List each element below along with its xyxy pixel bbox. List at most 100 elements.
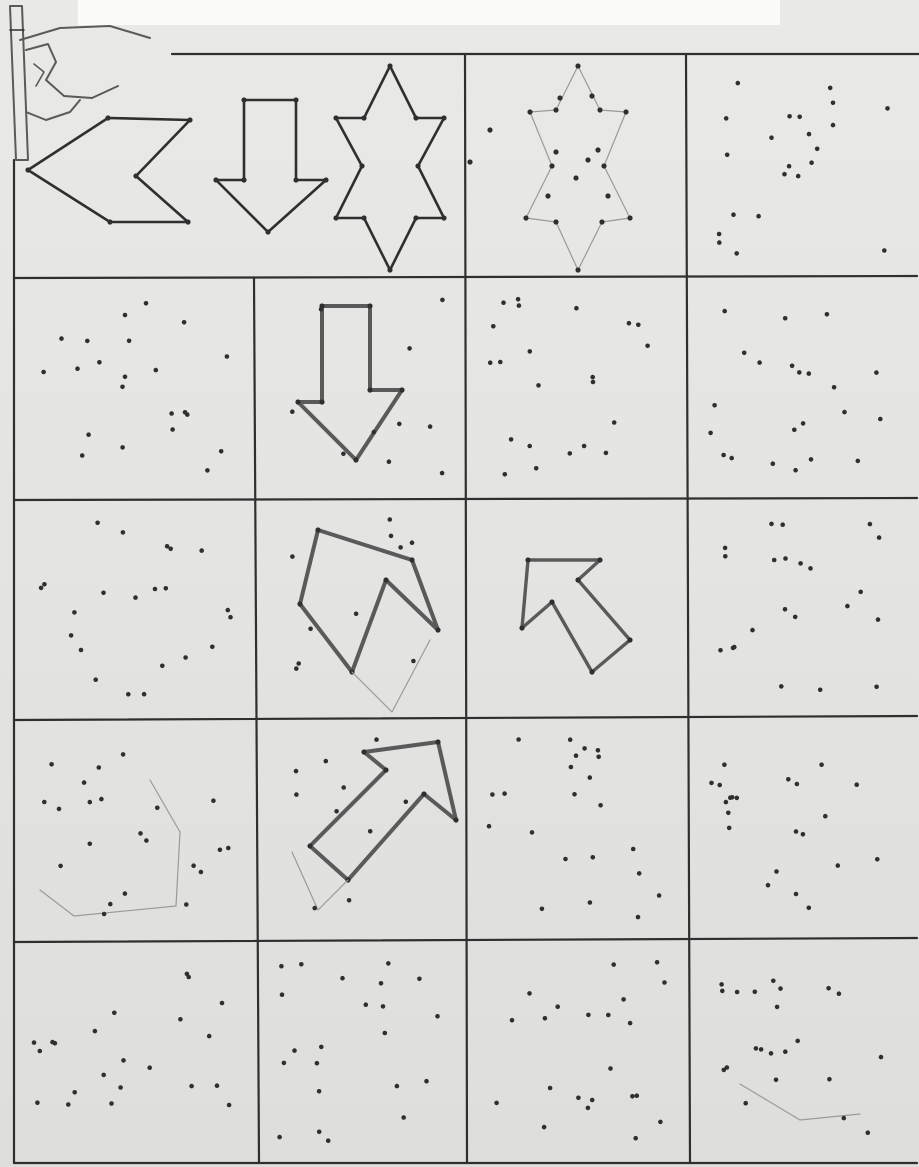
puzzle-dot xyxy=(793,468,798,473)
puzzle-dot xyxy=(121,1058,126,1063)
dot-cell xyxy=(717,81,890,256)
puzzle-dot xyxy=(501,300,506,305)
puzzle-dot xyxy=(772,558,777,563)
puzzle-dot xyxy=(424,1079,429,1084)
puzzle-dot xyxy=(823,814,828,819)
star-vertex-dot xyxy=(387,63,392,68)
puzzle-dot xyxy=(726,811,731,816)
puzzle-dot xyxy=(189,1084,194,1089)
dotted-star-vertex-dot xyxy=(575,267,580,272)
puzzle-dot xyxy=(782,172,787,177)
puzzle-dot xyxy=(294,666,299,671)
puzzle-dot xyxy=(734,251,739,256)
arrow-down-vertex-dot xyxy=(323,177,328,182)
arrow-up-right-icon xyxy=(292,739,459,910)
dot-cell xyxy=(488,297,650,477)
puzzle-dot xyxy=(144,838,149,843)
puzzle-dot xyxy=(374,737,379,742)
puzzle-dot xyxy=(138,831,143,836)
puzzle-dot xyxy=(598,803,603,808)
star-vertex-dot xyxy=(359,163,364,168)
puzzle-dot xyxy=(771,461,776,466)
puzzle-dot xyxy=(308,627,313,632)
puzzle-dot xyxy=(170,427,175,432)
puzzle-dot xyxy=(294,792,299,797)
puzzle-dot xyxy=(787,164,792,169)
puzzle-dot xyxy=(226,846,231,851)
puzzle-dot xyxy=(842,410,847,415)
puzzle-dot xyxy=(837,991,842,996)
puzzle-dot xyxy=(540,907,545,912)
puzzle-dot xyxy=(86,432,91,437)
puzzle-dot xyxy=(516,297,521,302)
puzzle-dot xyxy=(874,370,879,375)
puzzle-dot xyxy=(368,829,373,834)
puzzle-dot xyxy=(527,991,532,996)
puzzle-dot xyxy=(794,892,799,897)
faint-guide-line xyxy=(40,780,180,916)
puzzle-dot xyxy=(572,792,577,797)
puzzle-dot xyxy=(596,748,601,753)
puzzle-dot xyxy=(88,842,93,847)
dot-cell xyxy=(709,762,879,910)
puzzle-dot xyxy=(621,997,626,1002)
puzzle-dot xyxy=(292,1048,297,1053)
puzzle-dot xyxy=(364,1002,369,1007)
puzzle-dot xyxy=(299,962,304,967)
hand-knuckle-outline xyxy=(34,64,44,86)
puzzle-dot xyxy=(183,655,188,660)
puzzle-dot xyxy=(183,410,188,415)
traced-arrow-down-outline xyxy=(298,306,402,460)
puzzle-dot xyxy=(790,364,795,369)
puzzle-dot xyxy=(319,307,324,312)
traced-arrow-up-left-dot xyxy=(383,577,388,582)
puzzle-dot xyxy=(801,421,806,426)
puzzle-dot xyxy=(754,1046,759,1051)
puzzle-dot xyxy=(735,796,740,801)
puzzle-dot xyxy=(404,800,409,805)
puzzle-dot xyxy=(491,324,496,329)
traced-arrow-up-left-dot xyxy=(435,627,440,632)
puzzle-dot xyxy=(199,870,204,875)
puzzle-dot xyxy=(876,617,881,622)
puzzle-dot xyxy=(219,449,224,454)
puzzle-dot xyxy=(807,371,812,376)
traced-arrow-down-dot xyxy=(367,303,372,308)
puzzle-dot xyxy=(39,586,44,591)
puzzle-dot xyxy=(757,360,762,365)
puzzle-dot xyxy=(388,517,393,522)
puzzle-dot xyxy=(608,1066,613,1071)
puzzle-dot xyxy=(207,1034,212,1039)
puzzle-dot xyxy=(712,403,717,408)
traced-arrow-up-left-dot xyxy=(409,557,414,562)
chevron-vertex-dot xyxy=(105,115,110,120)
puzzle-dot xyxy=(724,800,729,805)
puzzle-dot xyxy=(792,428,797,433)
puzzle-dot xyxy=(819,762,824,767)
traced-small-arrow-dot xyxy=(597,557,602,562)
puzzle-dot xyxy=(35,1100,40,1105)
faint-trace xyxy=(740,1084,860,1120)
puzzle-dot xyxy=(121,530,126,535)
puzzle-dot xyxy=(637,871,642,876)
traced-small-arrow-dot xyxy=(519,625,524,630)
dotted-star-vertex-dot xyxy=(599,219,604,224)
puzzle-dot xyxy=(658,1120,663,1125)
puzzle-dot xyxy=(591,380,596,385)
puzzle-dot xyxy=(317,1130,322,1135)
traced-small-arrow-outline xyxy=(522,560,630,672)
faint-trace xyxy=(40,780,180,916)
puzzle-dot xyxy=(783,607,788,612)
traced-small-arrow-dot xyxy=(549,599,554,604)
puzzle-dot xyxy=(731,212,736,217)
puzzle-dot xyxy=(93,1029,98,1034)
puzzle-dot xyxy=(398,545,403,550)
puzzle-dot xyxy=(809,160,814,165)
chevron-vertex-dot xyxy=(25,167,30,172)
puzzle-dot xyxy=(108,902,113,907)
puzzle-dot xyxy=(723,554,728,559)
arrow-down-icon xyxy=(295,303,404,462)
puzzle-dot xyxy=(69,633,74,638)
puzzle-dot xyxy=(312,906,317,911)
puzzle-dot xyxy=(756,214,761,219)
